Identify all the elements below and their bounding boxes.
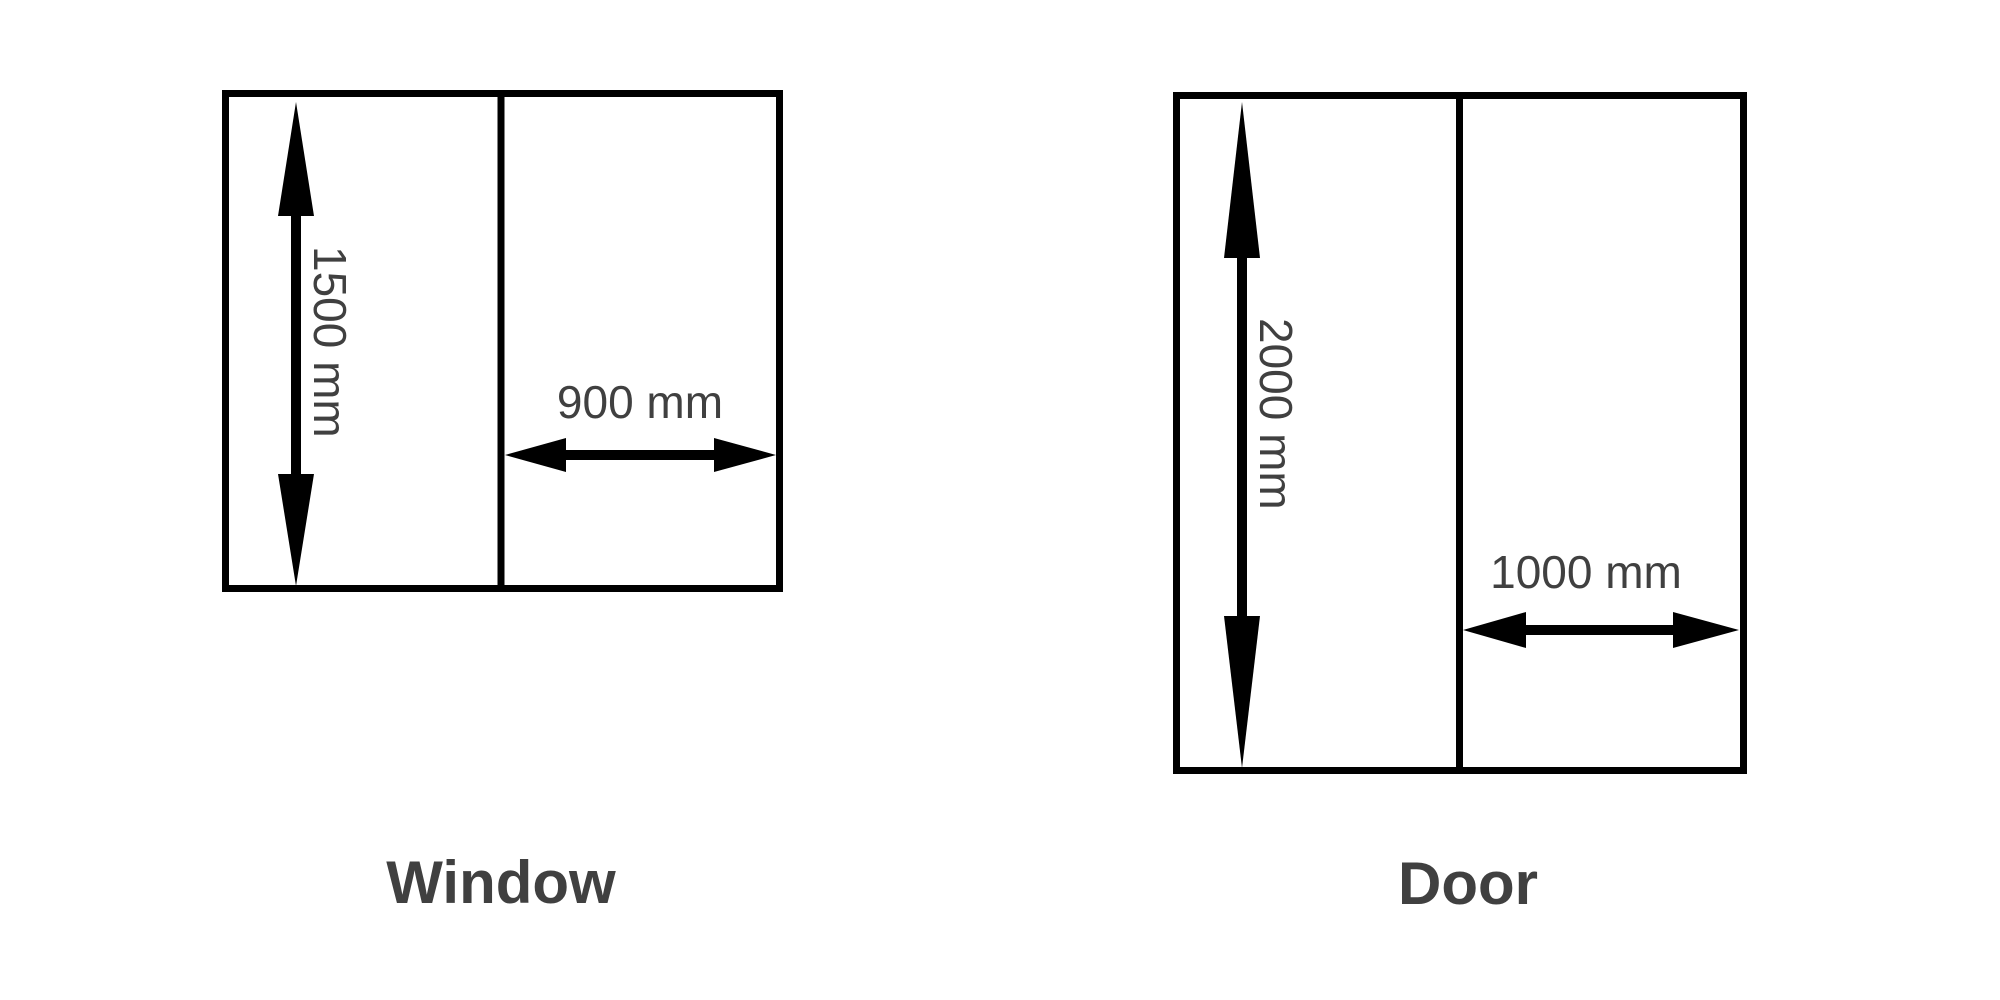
window-diagram: 1500 mm 900 mm Window (222, 90, 783, 916)
door-width-label: 1000 mm (1490, 546, 1682, 598)
arrow-left-icon (505, 438, 566, 472)
window-caption: Window (386, 849, 616, 916)
arrow-left-icon (1463, 612, 1526, 648)
door-height-arrow (1224, 102, 1260, 768)
arrow-down-icon (278, 474, 314, 586)
window-width-arrow (505, 438, 776, 472)
arrow-up-icon (1224, 102, 1260, 258)
window-height-label: 1500 mm (304, 246, 356, 438)
arrow-right-icon (1673, 612, 1739, 648)
window-width-label: 900 mm (557, 376, 723, 428)
arrow-down-icon (1224, 616, 1260, 768)
door-diagram: 2000 mm 1000 mm Door (1173, 92, 1747, 917)
door-width-arrow (1463, 612, 1739, 648)
door-height-label: 2000 mm (1250, 318, 1302, 510)
arrow-right-icon (714, 438, 776, 472)
door-caption: Door (1398, 850, 1538, 917)
window-height-arrow (278, 102, 314, 586)
arrow-up-icon (278, 102, 314, 216)
